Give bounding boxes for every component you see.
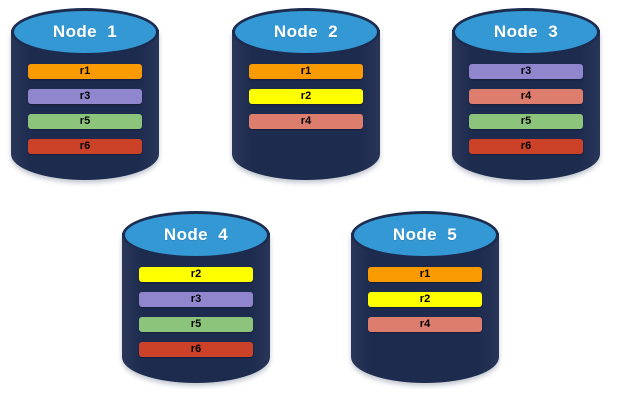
replica-bar[interactable]: r3 [139, 292, 253, 307]
replica-bar[interactable]: r6 [469, 139, 583, 154]
cylinder-top-ellipse [351, 211, 499, 259]
replica-bar[interactable]: r1 [249, 64, 363, 79]
replica-bar[interactable]: r4 [368, 317, 482, 332]
replica-bar[interactable]: r3 [469, 64, 583, 79]
replica-list: r1 r2 r4 [249, 64, 363, 129]
replica-bar[interactable]: r4 [469, 89, 583, 104]
replica-bar[interactable]: r4 [249, 114, 363, 129]
replica-bar[interactable]: r5 [469, 114, 583, 129]
node-cylinder[interactable]: Node 5 r1 r2 r4 [351, 211, 499, 389]
cylinder-body [232, 30, 380, 180]
replica-bar[interactable]: r5 [28, 114, 142, 129]
node-label: Node 2 [273, 22, 339, 41]
cylinder-top-ellipse [11, 8, 159, 56]
node-cylinder[interactable]: Node 2 r1 r2 r4 [232, 8, 380, 186]
replica-bar[interactable]: r5 [139, 317, 253, 332]
replica-bar[interactable]: r6 [28, 139, 142, 154]
replica-list: r1 r2 r4 [368, 267, 482, 332]
replica-list: r1 r3 r5 r6 [28, 64, 142, 154]
replica-bar[interactable]: r1 [368, 267, 482, 282]
replica-bar[interactable]: r6 [139, 342, 253, 357]
replica-bar[interactable]: r2 [249, 89, 363, 104]
node-cylinder[interactable]: Node 4 r2 r3 r5 r6 [122, 211, 270, 389]
node-label: Node 4 [163, 225, 229, 244]
cylinder-top-ellipse [232, 8, 380, 56]
replica-list: r2 r3 r5 r6 [139, 267, 253, 357]
node-label: Node 5 [392, 225, 458, 244]
replica-bar[interactable]: r2 [368, 292, 482, 307]
node-label: Node 3 [493, 22, 559, 41]
node-label: Node 1 [52, 22, 118, 41]
node-cylinder[interactable]: Node 1 r1 r3 r5 r6 [11, 8, 159, 186]
replica-bar[interactable]: r1 [28, 64, 142, 79]
cylinder-top-ellipse [122, 211, 270, 259]
replica-list: r3 r4 r5 r6 [469, 64, 583, 154]
cylinder-top-ellipse [452, 8, 600, 56]
replica-bar[interactable]: r3 [28, 89, 142, 104]
node-cylinder[interactable]: Node 3 r3 r4 r5 r6 [452, 8, 600, 186]
replica-bar[interactable]: r2 [139, 267, 253, 282]
